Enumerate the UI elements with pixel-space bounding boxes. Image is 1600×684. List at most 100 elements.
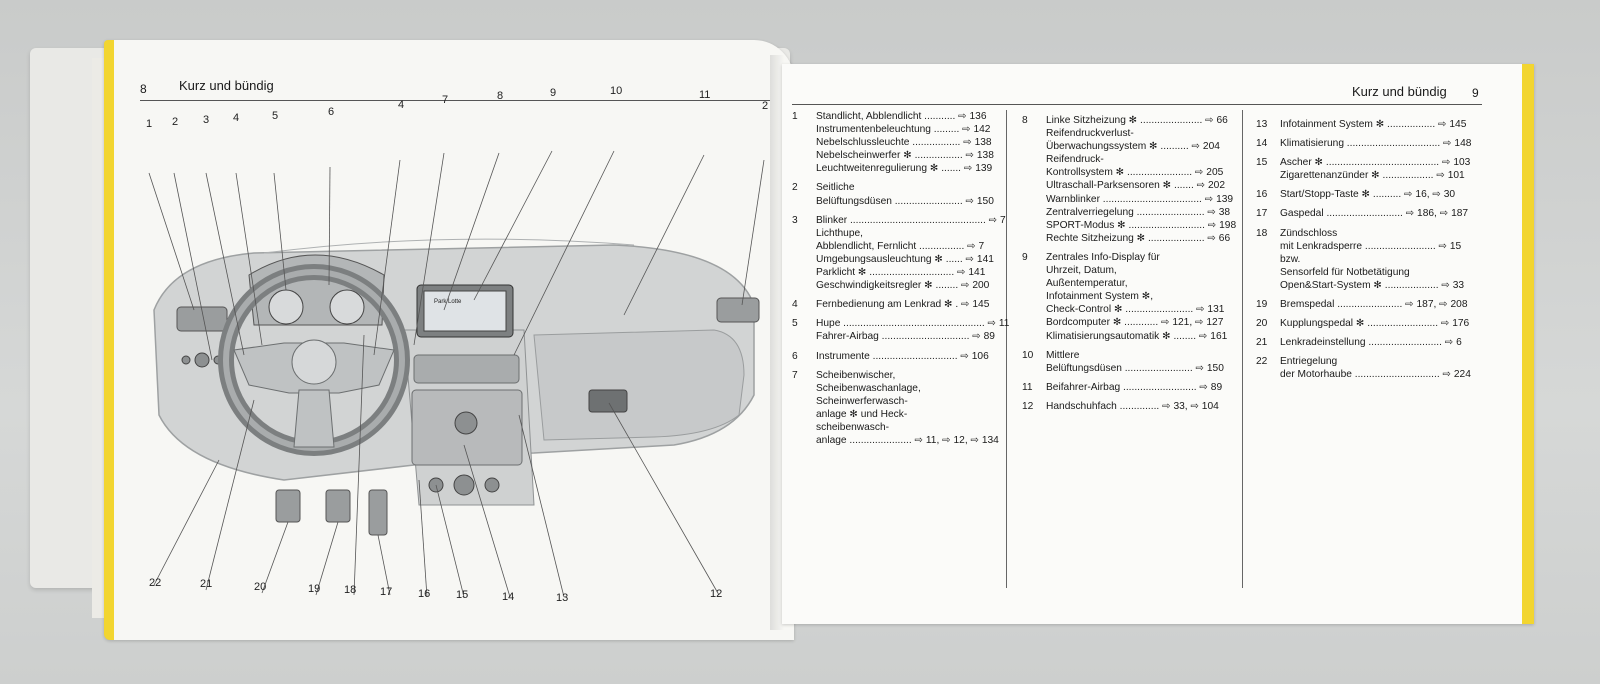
index-entry-line: Geschwindigkeitsregler ✻ ........ ⇨ 200 [816, 280, 990, 292]
index-entry-number: 12 [1022, 400, 1034, 412]
index-entry-text: Infotainment System ✻ ................. … [1280, 118, 1470, 131]
index-entry: 17 Gaspedal ........................... ⇨… [1256, 207, 1470, 220]
index-entry-text: Kupplungspedal ✻ .......................… [1280, 317, 1470, 330]
index-entry-line: Scheibenwaschanlage, [816, 382, 921, 394]
index-column-3: 13 Infotainment System ✻ ................… [1256, 118, 1472, 388]
index-entry-line: Lichthupe, [816, 227, 864, 239]
index-entry-line: Scheibenwischer, [816, 369, 896, 381]
index-entry-line: Außentemperatur, [1046, 278, 1128, 290]
index-entry-text: Gaspedal ........................... ⇨ 1… [1280, 207, 1470, 220]
index-entry: 21 Lenkradeinstellung ...................… [1256, 336, 1470, 349]
index-entry-line: Reifendruck- [1046, 154, 1104, 166]
callout-22: 22 [149, 577, 162, 589]
callout-13: 13 [556, 592, 569, 604]
index-entry: 13 Infotainment System ✻ ................… [1256, 118, 1470, 131]
index-entry-text: Ascher ✻ ...............................… [1280, 156, 1470, 182]
index-entry-line: Infotainment System ✻ ................. … [1280, 119, 1467, 130]
index-entry-line: SPORT-Modus ✻ ..........................… [1046, 219, 1237, 231]
index-entry-line: Hupe ...................................… [816, 318, 1010, 330]
index-entry-line: Fernbedienung am Lenkrad ✻ . ⇨ 145 [816, 299, 990, 311]
left-page-header-title: Kurz und bündig [179, 78, 274, 93]
index-entry-line: Belüftungsdüsen ........................… [1046, 362, 1224, 374]
brake-pedal [325, 489, 351, 523]
index-entry-line: Zündschloss [1280, 227, 1338, 239]
index-entry-line: Überwachungssystem ✻ .......... ⇨ 204 [1046, 141, 1220, 153]
index-entry-number: 11 [1022, 381, 1033, 393]
index-entry-line: Infotainment System ✻, [1046, 291, 1154, 303]
callout-17: 17 [380, 586, 393, 598]
dashboard-illustration: Park Lotte [148, 150, 765, 598]
index-entry: 6 Instrumente ...........................… [792, 350, 1002, 363]
index-entry-line: Handschuhfach .............. ⇨ 33, ⇨ 104 [1046, 400, 1219, 412]
index-entry-number: 16 [1256, 189, 1268, 201]
index-entry-text: Blinker ................................… [816, 214, 1006, 293]
callout-16: 16 [418, 588, 431, 600]
callout-9: 9 [550, 87, 557, 99]
index-entry-line: Open&Start-System ✻ ................... … [1280, 279, 1465, 291]
index-entry-number: 13 [1256, 119, 1268, 130]
index-entry-line: Klimatisierungsautomatik ✻ ........ ⇨ 16… [1046, 330, 1228, 342]
index-entry: 14 Klimatisierung .......................… [1256, 137, 1472, 150]
callout-5: 5 [272, 110, 279, 122]
index-entry-line: Uhrzeit, Datum, [1046, 265, 1117, 277]
index-entry-text: Handschuhfach .............. ⇨ 33, ⇨ 104 [1046, 400, 1238, 413]
index-entry-number: 22 [1256, 356, 1268, 368]
index-entry-line: Instrumentenbeleuchtung ......... ⇨ 142 [816, 124, 991, 136]
callout-10: 10 [610, 85, 623, 97]
gas-pedal [368, 489, 388, 536]
index-entry-line: Beifahrer-Airbag .......................… [1046, 381, 1223, 393]
index-entry-text: Hupe ...................................… [816, 317, 1009, 343]
callout-6: 6 [328, 106, 335, 118]
index-entry-line: Entriegelung [1280, 356, 1338, 368]
index-entry: 3 Blinker ...............................… [792, 214, 1006, 293]
callout-4b: 4 [398, 99, 405, 111]
index-entry: 12 Handschuhfach .............. ⇨ 33, ⇨ 1… [1022, 400, 1238, 413]
callout-4: 4 [233, 112, 240, 124]
glovebox-handle [588, 389, 628, 413]
callout-21: 21 [200, 578, 213, 590]
info-display [423, 290, 507, 332]
index-entry-line: Bordcomputer ✻ ............ ⇨ 121, ⇨ 127 [1046, 317, 1224, 329]
index-entry-line: Ultraschall-Parksensoren ✻ ....... ⇨ 202 [1046, 180, 1226, 192]
index-entry-number: 6 [792, 350, 798, 362]
left-page-number: 8 [140, 82, 147, 96]
index-entry-number: 18 [1256, 227, 1268, 239]
index-entry-line: Bremspedal ....................... ⇨ 187… [1280, 299, 1468, 311]
index-entry-text: Beifahrer-Airbag .......................… [1046, 381, 1238, 394]
left-header-rule [140, 100, 770, 101]
index-entry-line: Klimatisierung .........................… [1280, 138, 1472, 150]
index-entry-number: 5 [792, 318, 798, 330]
column-divider-1 [1006, 110, 1007, 588]
index-entry-text: Bremspedal ....................... ⇨ 187… [1280, 298, 1470, 311]
index-entry-number: 10 [1022, 349, 1034, 361]
index-entry-line: der Motorhaube .........................… [1280, 369, 1471, 381]
index-entry-text: Scheibenwischer,Scheibenwaschanlage,Sche… [816, 369, 1002, 448]
index-entry-line: Scheinwerferwasch- [816, 395, 908, 407]
index-entry-number: 4 [792, 299, 798, 311]
index-entry-line: Check-Control ✻ ........................… [1046, 304, 1225, 316]
callout-18: 18 [344, 584, 357, 596]
index-entry-number: 21 [1256, 337, 1268, 349]
clutch-pedal [275, 489, 301, 523]
index-entry-number: 2 [792, 182, 798, 194]
index-entry: 5 Hupe ..................................… [792, 317, 1009, 343]
index-entry-number: 3 [792, 214, 798, 226]
index-entry-text: Lenkradeinstellung .....................… [1280, 336, 1470, 349]
index-entry-number: 17 [1256, 208, 1268, 220]
index-entry-line: Gaspedal ........................... ⇨ 1… [1280, 208, 1469, 220]
index-entry-number: 14 [1256, 138, 1268, 150]
index-entry-number: 8 [1022, 115, 1028, 126]
index-entry-line: anlage ...................... ⇨ 11, ⇨ 12… [816, 435, 999, 447]
index-entry-line: Instrumente ............................… [816, 350, 989, 362]
